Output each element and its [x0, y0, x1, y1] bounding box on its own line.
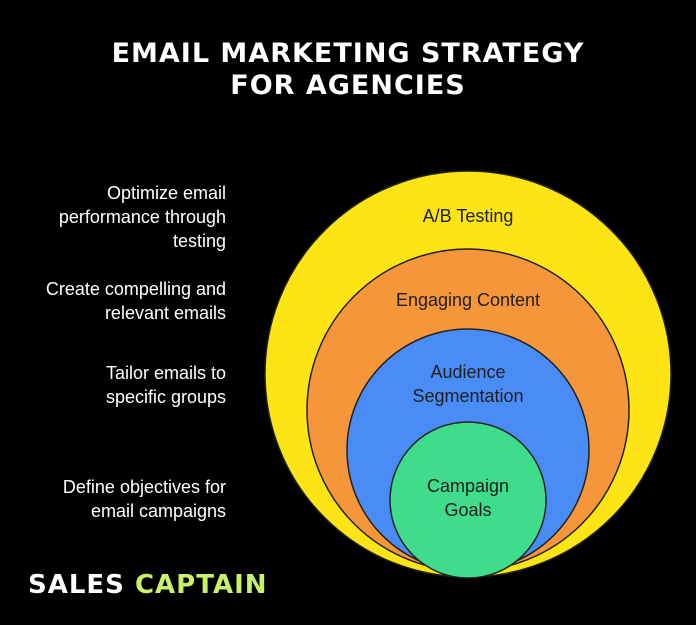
sales-captain-logo: Sales Captain: [28, 570, 268, 600]
description-line: testing: [172, 231, 226, 251]
description-line: performance through: [58, 207, 226, 227]
layer-description-campaign-goals: Define objectives for email campaigns: [63, 475, 226, 523]
ring-label-engaging-content: Engaging Content: [396, 290, 540, 310]
layer-description-audience-segmentation: Tailor emails to specific groups: [106, 361, 226, 409]
description-line: relevant emails: [104, 303, 226, 323]
ring-label-campaign-goals-line-1: Campaign: [427, 476, 509, 496]
ring-campaign-goals: [389, 421, 547, 579]
logo-word-captain: Captain: [134, 570, 268, 600]
ring-label-ab-testing: A/B Testing: [423, 206, 514, 226]
diagram-title: Email Marketing Strategy for Agencies: [0, 38, 696, 102]
title-line-1: Email Marketing Strategy: [111, 38, 585, 69]
layer-description-engaging-content: Create compelling and relevant emails: [46, 277, 226, 325]
description-line: email campaigns: [90, 501, 226, 521]
logo-word-sales: Sales: [28, 570, 125, 600]
ring-label-audience-segmentation-line-2: Segmentation: [412, 386, 523, 406]
description-line: Optimize email: [106, 183, 226, 203]
ring-label-audience-segmentation-line-1: Audience: [430, 362, 505, 382]
layer-description-ab-testing: Optimize email performance through testi…: [59, 181, 226, 253]
description-line: specific groups: [105, 387, 226, 407]
description-line: Tailor emails to: [105, 363, 226, 383]
description-line: Create compelling and: [45, 279, 226, 299]
description-line: Define objectives for: [62, 477, 226, 497]
title-line-2: for Agencies: [230, 70, 466, 101]
ring-label-campaign-goals-line-2: Goals: [444, 500, 491, 520]
